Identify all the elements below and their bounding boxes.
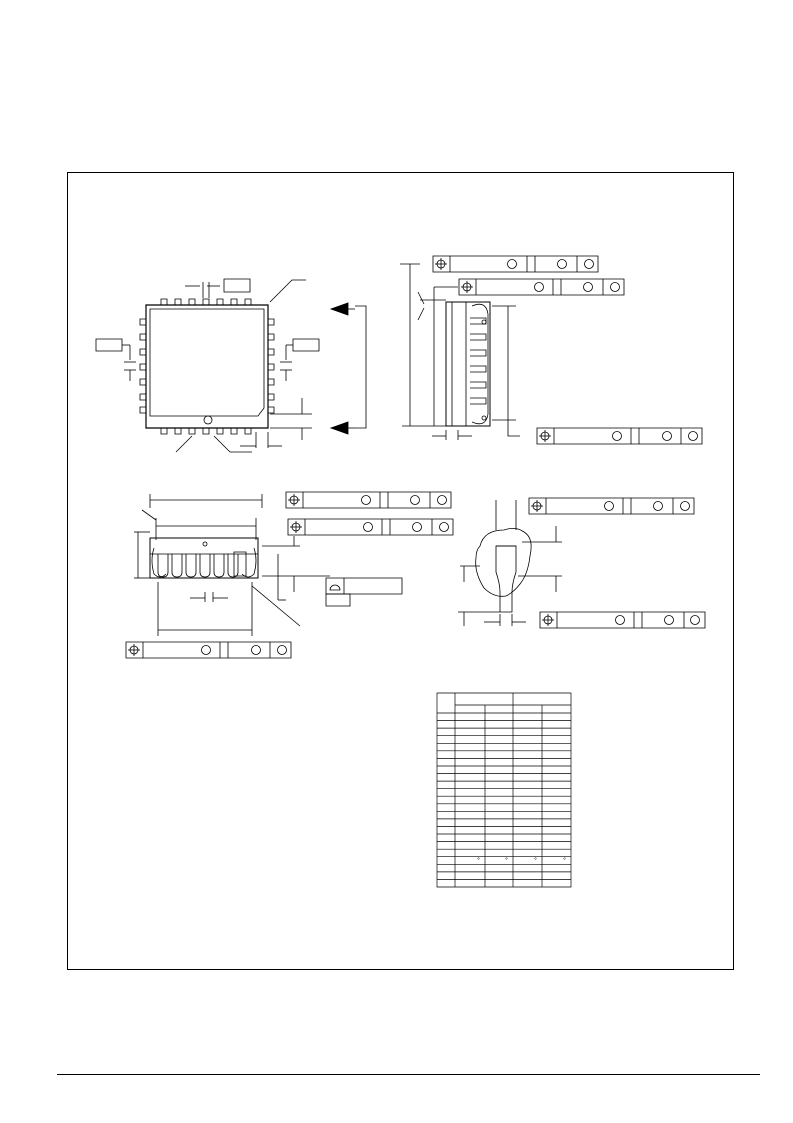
feature-control-frame [537, 428, 702, 444]
drawing-frame [67, 172, 734, 970]
degree-marks: ° ° ° ° [477, 857, 566, 864]
feature-control-frame [529, 498, 694, 514]
package-body-inner [150, 309, 264, 416]
feature-control-frame [126, 642, 291, 658]
package-front-view [126, 492, 453, 658]
leader-line [270, 280, 306, 302]
arrowhead-icon [331, 422, 348, 434]
left-leads [140, 319, 146, 413]
top-leads [161, 299, 251, 305]
svg-text:°: ° [534, 857, 537, 864]
package-side-view [400, 256, 702, 444]
feature-control-frame [286, 492, 451, 508]
footer-rule [57, 1074, 760, 1075]
side-leads [470, 318, 486, 404]
svg-text:°: ° [563, 857, 566, 864]
feature-control-frame [540, 612, 705, 628]
feature-control-frame [288, 519, 453, 535]
svg-text:°: ° [477, 857, 480, 864]
datum-label-box [96, 339, 122, 351]
arrowhead-icon [331, 303, 348, 315]
datum-label-box [224, 279, 250, 292]
feature-control-frame [433, 256, 598, 272]
feature-control-frame [459, 279, 624, 295]
package-top-view [96, 279, 366, 452]
package-body-outer [146, 305, 268, 428]
semicircle-icon [330, 585, 340, 590]
dimension-table: ° ° ° ° [437, 693, 571, 887]
pin1-indicator-icon [204, 416, 212, 424]
datum-label-box [293, 339, 319, 351]
front-leads [158, 552, 246, 577]
right-leads [268, 319, 274, 413]
bottom-leads [161, 428, 251, 434]
lead-detail-view [458, 498, 705, 628]
svg-text:°: ° [505, 857, 508, 864]
flatness-control-frame [326, 578, 402, 606]
